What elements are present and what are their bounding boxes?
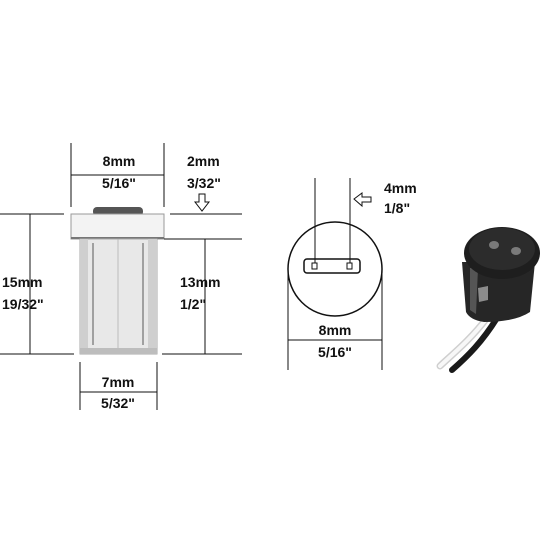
body-bottom-edge bbox=[80, 348, 157, 354]
down-arrow-icon bbox=[193, 193, 211, 212]
pin-slot bbox=[303, 258, 361, 274]
pin-hole-right bbox=[346, 262, 353, 270]
bottom-width-imperial: 5/32" bbox=[101, 395, 135, 411]
body-right-shade bbox=[148, 239, 157, 354]
photo-hole-left bbox=[489, 241, 499, 249]
cap-height-imperial: 3/32" bbox=[187, 175, 221, 191]
diameter-metric: 8mm bbox=[319, 322, 352, 338]
left-arrow-icon bbox=[353, 192, 372, 208]
body-height-imperial: 1/2" bbox=[180, 296, 206, 312]
pin-hole-left bbox=[311, 262, 318, 270]
cap-height-metric: 2mm bbox=[187, 153, 220, 169]
white-wire-highlight bbox=[438, 316, 489, 368]
socket-cap bbox=[70, 213, 165, 240]
front-view: 8mm 5/16" 2mm 3/32" 15mm 19/32" 13mm 1/2… bbox=[0, 143, 242, 411]
top-view: 4mm 1/8" 8mm 5/16" bbox=[287, 178, 417, 370]
pin-spacing-metric: 4mm bbox=[384, 180, 417, 196]
top-width-metric: 8mm bbox=[103, 153, 136, 169]
total-height-metric: 15mm bbox=[2, 274, 42, 290]
pin-spacing-imperial: 1/8" bbox=[384, 200, 410, 216]
top-width-imperial: 5/16" bbox=[102, 175, 136, 191]
black-wire bbox=[449, 315, 500, 373]
photo-body-highlight bbox=[470, 268, 478, 314]
photo-contact bbox=[478, 286, 488, 302]
photo-socket-body bbox=[462, 262, 535, 322]
photo-top-rim bbox=[469, 228, 535, 270]
socket-product-photo bbox=[436, 227, 540, 373]
body-height-metric: 13mm bbox=[180, 274, 220, 290]
total-height-imperial: 19/32" bbox=[2, 296, 44, 312]
diameter-imperial: 5/16" bbox=[318, 344, 352, 360]
body-left-shade bbox=[80, 239, 88, 354]
photo-hole-right bbox=[511, 247, 521, 255]
bottom-width-metric: 7mm bbox=[102, 374, 135, 390]
